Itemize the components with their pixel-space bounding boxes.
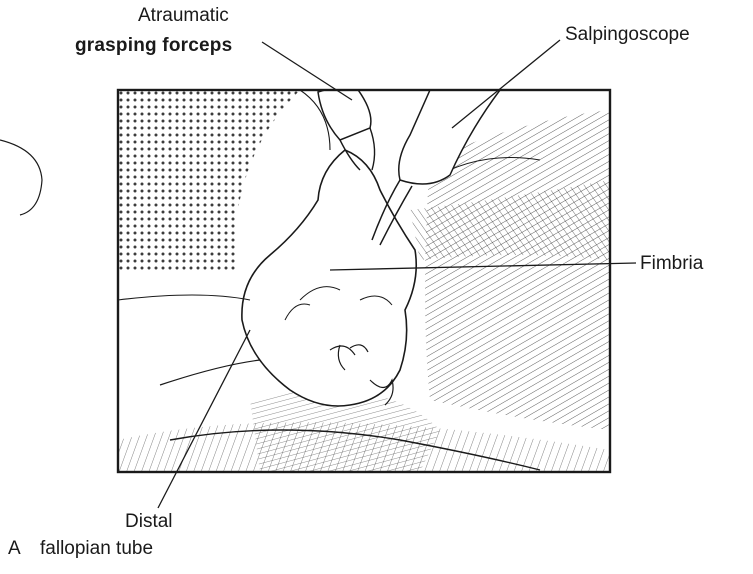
stippled-background: [118, 90, 300, 270]
label-distal: Distal: [125, 512, 173, 531]
label-fallopian-tube: fallopian tube: [40, 539, 153, 558]
panel-letter: A: [8, 539, 21, 558]
label-forceps-line1: Atraumatic: [138, 6, 229, 25]
edge-arc: [0, 140, 42, 215]
contour-line: [160, 360, 260, 385]
scene-content: [118, 82, 610, 472]
salpingoscope-leader-line: [452, 40, 560, 128]
distal-tube-leader-line: [158, 330, 250, 508]
label-salpingoscope: Salpingoscope: [565, 25, 690, 44]
label-fimbria: Fimbria: [640, 254, 703, 273]
label-forceps-line2: grasping forceps: [75, 36, 232, 55]
fimbria-structure: [242, 150, 416, 406]
contour-line: [118, 295, 250, 300]
